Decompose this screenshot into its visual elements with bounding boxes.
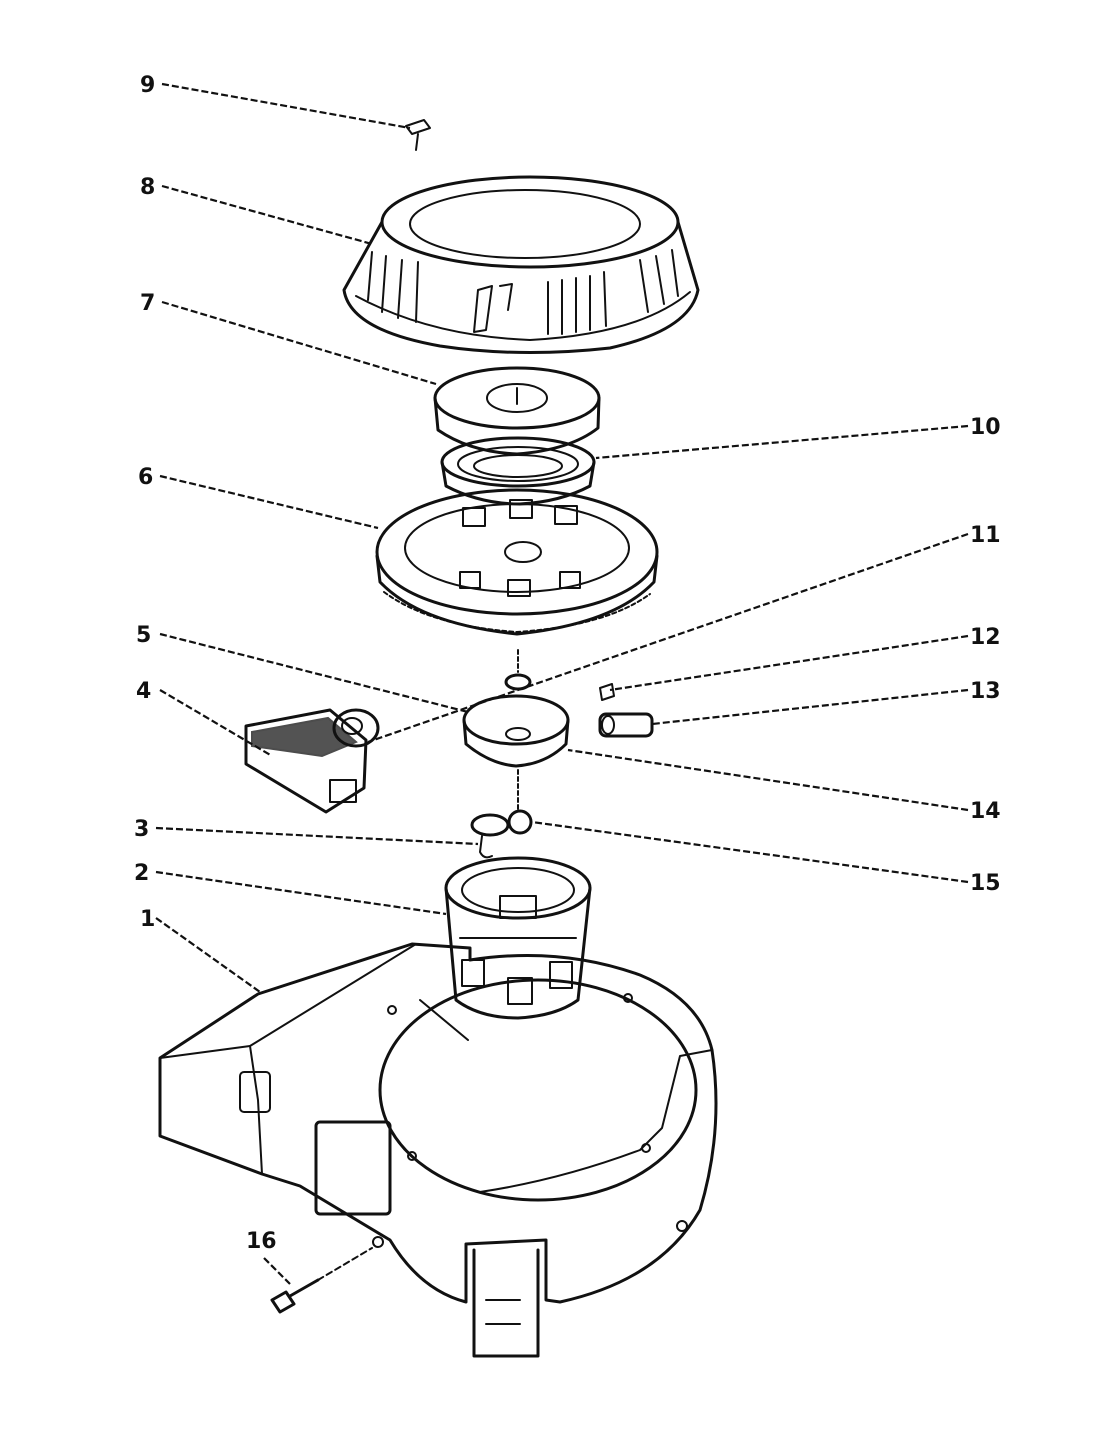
callout-11: 11 [970, 523, 1001, 548]
part-4-handle-block [244, 708, 380, 814]
callout-6: 6 [138, 465, 153, 490]
callout-14: 14 [970, 799, 1001, 824]
part-7-spring-cup [433, 366, 601, 456]
callout-5: 5 [136, 623, 151, 648]
part-11-bushing [504, 649, 532, 691]
callout-labels: 9 8 7 10 6 11 5 12 4 13 14 3 2 15 1 16 [134, 73, 1001, 1254]
part-12-pawl-spring [599, 683, 615, 701]
part-3-pin [479, 835, 493, 859]
callout-3: 3 [134, 817, 149, 842]
callout-16: 16 [246, 1229, 277, 1254]
part-14-pawl-plate [462, 694, 570, 768]
part-13-pawl [598, 712, 654, 738]
callout-13: 13 [970, 679, 1001, 704]
callout-10: 10 [970, 415, 1001, 440]
part-2-starter-cup [444, 856, 592, 1020]
part-6-pulley [375, 488, 659, 636]
part-9-screw [405, 119, 431, 151]
callout-7: 7 [140, 291, 155, 316]
callout-8: 8 [140, 175, 155, 200]
callout-12: 12 [970, 625, 1001, 650]
callout-4: 4 [136, 679, 151, 704]
callout-2: 2 [134, 861, 149, 886]
callout-9: 9 [140, 73, 155, 98]
callout-15: 15 [970, 871, 1001, 896]
callout-1: 1 [140, 907, 155, 932]
part-1-blower-housing [158, 942, 718, 1358]
part-8-starter-cover [342, 175, 700, 355]
part-15-center-screw [470, 769, 533, 837]
leader-lines [155, 82, 969, 1285]
part-16-bolt [270, 1247, 373, 1314]
